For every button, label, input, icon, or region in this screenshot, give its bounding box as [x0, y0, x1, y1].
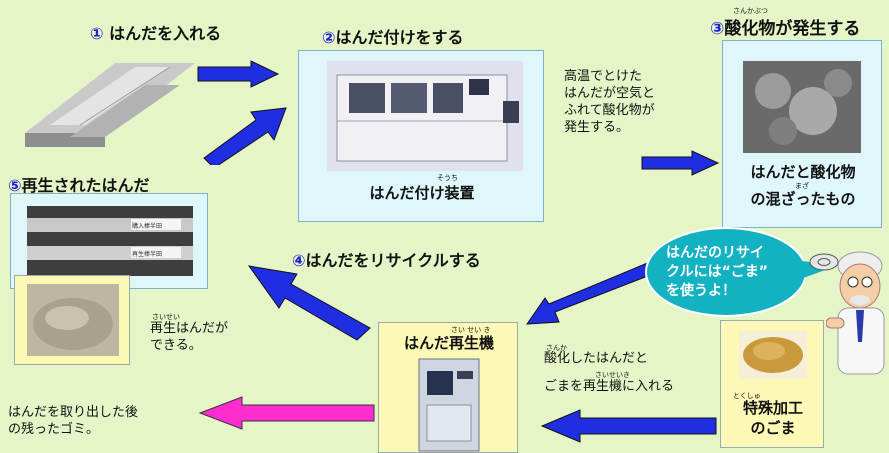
soldering-machine-image [327, 61, 523, 171]
input-ruby2: さいせいき [595, 371, 630, 379]
bubble-line: はんだのリサイ [666, 245, 764, 261]
oxidation-note-line: 高温でとけた [564, 69, 643, 84]
waste-note-line: の残ったゴミ。 [8, 422, 100, 437]
arrow-step1-to-2-lower [203, 107, 287, 165]
recycler-machine-image [418, 358, 480, 452]
step2-machine-label: はんだ付け装置 [369, 184, 475, 202]
step4-number: ④ [292, 251, 306, 270]
step2-title: ②はんだ付けをする [322, 24, 464, 48]
input-ruby1: さんか [546, 344, 567, 352]
regen-ruby: さいせい [152, 313, 180, 321]
arrow-step1-to-2 [197, 60, 280, 88]
step3-label-line2: の混ざったもの [750, 190, 856, 208]
waste-note-line: はんだを取り出した後 [8, 405, 139, 420]
step1-label: はんだを入れる [109, 24, 222, 43]
step3-ruby: さんかぶつ [733, 7, 768, 15]
oxidation-note-line: ふれて酸化物が [564, 103, 655, 118]
regen-note-line: 再生はんだが [150, 321, 229, 336]
input-note-line2: ごまを再生機に入れる [544, 379, 675, 394]
recycler-ruby: さい せい き [451, 326, 491, 334]
sesame-panel: とくしゅ 特殊加工 のごま [720, 320, 824, 448]
input-note-line1: 酸化したはんだと [544, 351, 649, 366]
step5-number: ⑤ [8, 176, 22, 195]
regenerated-solder-image [27, 284, 119, 356]
recycled-solder-image [27, 206, 193, 276]
recycler-panel: さい せい き はんだ再生機 [378, 322, 518, 453]
waste-note: はんだを取り出した後 の残ったゴミ。 [8, 404, 138, 438]
bubble-line: を使うよ！ [666, 283, 736, 299]
dross-image [743, 61, 861, 153]
step4-label: はんだをリサイクルする [305, 251, 481, 270]
sesame-label-line2: のごま [750, 419, 796, 437]
step1-title: ① はんだを入れる [90, 20, 221, 44]
step5-panel: 購入棒半田 再生棒半田 [10, 193, 208, 289]
arrow-recycler-to-regen [247, 265, 371, 341]
sesame-image [739, 331, 807, 379]
speech-bubble-shape [645, 227, 839, 317]
step2-label: はんだ付けをする [335, 28, 464, 47]
step3-ruby2: まざ [795, 182, 809, 190]
arrow-step2-to-3 [641, 150, 720, 176]
oxidation-note-line: 発生する。 [564, 120, 630, 135]
plate-purchased: 購入棒半田 [132, 223, 163, 230]
step3-title: ③酸化物が発生する [710, 14, 860, 39]
step3-number: ③ [710, 19, 725, 39]
step3-label-line1: はんだと酸化物 [750, 163, 856, 181]
speech-bubble-text: はんだのリサイ クルには“ごま” を使うよ！ [666, 244, 768, 301]
arrow-sesame-to-recycler [540, 409, 717, 443]
arrow-recycler-to-waste [198, 396, 375, 430]
regen-note-line: できる。 [150, 338, 202, 353]
step2-number: ② [322, 28, 336, 47]
step2-ruby: そうち [437, 174, 458, 182]
solder-bars-image [25, 63, 195, 147]
bubble-line: クルには“ごま” [666, 264, 768, 280]
step2-panel: そうち はんだ付け装置 [298, 50, 544, 222]
regen-pile-panel [14, 275, 130, 365]
oxidation-note: 高温でとけた はんだが空気と ふれて酸化物が 発生する。 [564, 68, 655, 136]
step5-label: 再生されたはんだ [21, 176, 150, 195]
step4-title: ④はんだをリサイクルする [292, 247, 481, 271]
sesame-ruby: とくしゅ [733, 392, 761, 400]
step3-panel: はんだと酸化物 まざ の混ざったもの [722, 40, 882, 228]
oxidation-note-line: はんだが空気と [564, 86, 656, 101]
step1-number: ① [90, 24, 104, 43]
professor-character [826, 251, 885, 375]
step5-title: ⑤再生されたはんだ [8, 172, 150, 196]
sesame-label-line1: 特殊加工 [742, 399, 803, 417]
recycler-title: はんだ再生機 [403, 334, 494, 352]
regen-note: 再生はんだが できる。 [150, 320, 228, 354]
step3-label: 酸化物が発生する [724, 19, 861, 39]
plate-regenerated: 再生棒半田 [132, 251, 163, 258]
